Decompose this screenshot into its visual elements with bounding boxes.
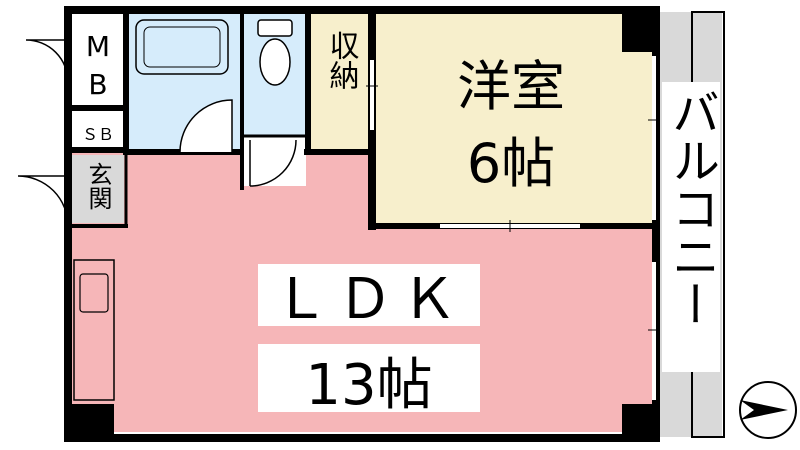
bathtub-icon [135, 19, 229, 75]
western-room-size: 6帖 [467, 132, 555, 195]
western-label-bg [436, 50, 586, 192]
mb-door-swing [25, 39, 69, 83]
ldk-name-bg-inner [258, 264, 480, 326]
bathtub-inner [143, 26, 221, 68]
mb-label-m: M [86, 30, 110, 63]
sb-label: ＳＢ [82, 125, 114, 144]
storage-label: 収納 [324, 30, 360, 90]
north-arrow-icon [739, 381, 797, 439]
corner-pillar-bl [68, 404, 114, 438]
entrance-label: 玄関 [84, 162, 112, 210]
western-room-name: 洋室 [457, 55, 565, 118]
storage-floor [310, 14, 372, 152]
mb-area [72, 14, 124, 106]
ldk-label-gap [258, 326, 480, 344]
entrance-door-swing [17, 175, 69, 227]
bath-door-swing [179, 99, 233, 153]
ldk-size: 13帖 [305, 353, 432, 418]
corner-pillar-br [622, 404, 658, 438]
ldk-name: ＬＤＫ [273, 267, 465, 332]
kitchen-sink-icon [79, 273, 109, 313]
balcony-label-bg [662, 82, 720, 372]
mb-label-b: B [88, 68, 107, 101]
toilet-bowl-icon [259, 38, 291, 86]
sb-area [72, 116, 124, 148]
toilet-tank-icon [257, 19, 293, 37]
entrance-floor [72, 155, 124, 223]
balcony-label: バルコニー [663, 88, 719, 328]
ldk-size-bg-inner [292, 344, 446, 412]
corner-pillar-tl [622, 10, 658, 52]
kitchen-counter-icon [73, 259, 115, 401]
wash-door-swing [249, 139, 297, 187]
